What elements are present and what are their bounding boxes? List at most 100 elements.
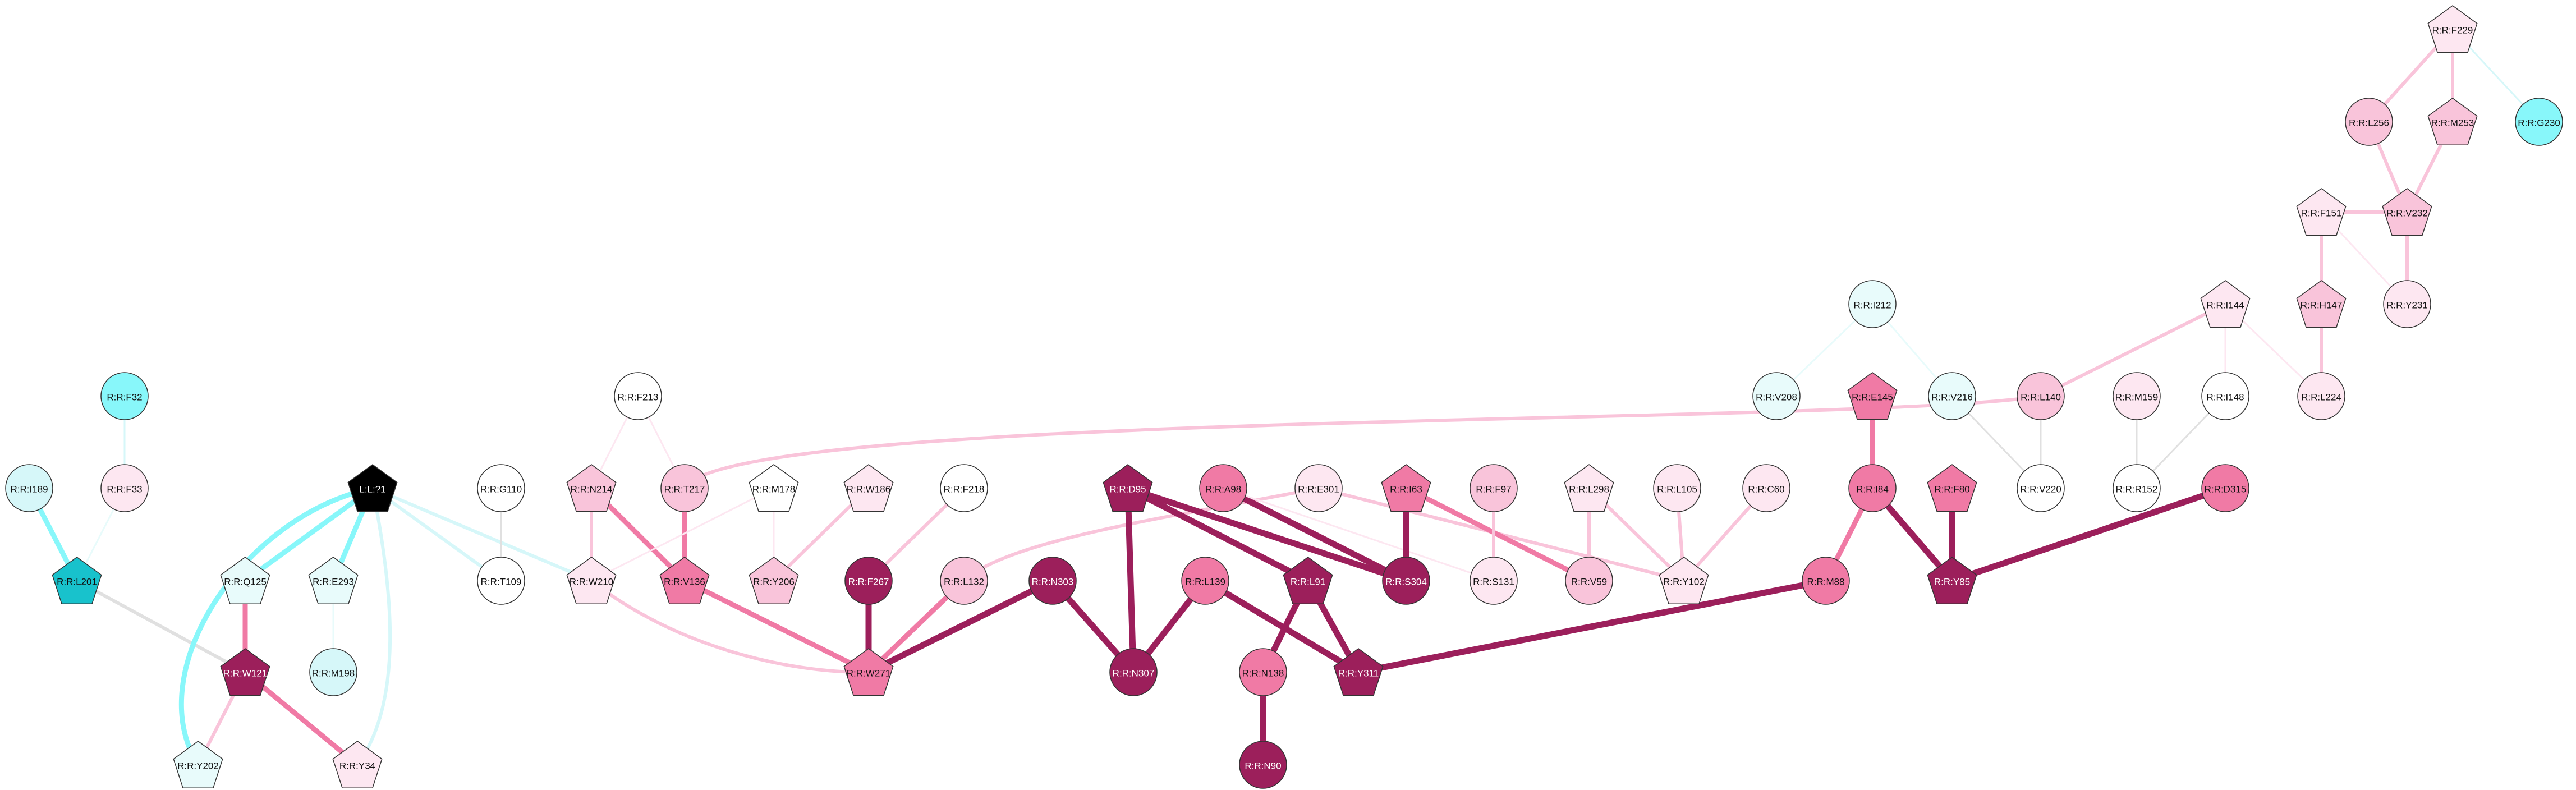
- edge-L71-Y34: [356, 486, 392, 766]
- node-i148: R:R:I148: [2201, 372, 2249, 420]
- circle-node-shape: [2201, 372, 2249, 420]
- circle-node-shape: [1239, 648, 1287, 696]
- edge-M88-Y311: [1355, 577, 1829, 676]
- circle-node-shape: [2297, 372, 2345, 420]
- node-label: R:R:G110: [480, 484, 522, 495]
- circle-node-shape: [2345, 98, 2393, 146]
- node-t217: R:R:T217: [660, 464, 709, 512]
- node-l91: R:R:L91: [1283, 557, 1333, 604]
- node-h147: R:R:H147: [2296, 280, 2347, 328]
- node-m253: R:R:M253: [2427, 98, 2478, 145]
- node-y85: R:R:Y85: [1927, 557, 1977, 604]
- node-label: R:R:A98: [1205, 484, 1241, 495]
- node-label: R:R:I84: [1856, 484, 1889, 495]
- node-w186: R:R:W186: [843, 464, 894, 512]
- node-i212: R:R:I212: [1848, 280, 1897, 328]
- node-label: R:R:Y311: [1338, 668, 1379, 679]
- node-label: R:R:N214: [571, 484, 613, 495]
- pentagon-node-shape: [843, 464, 894, 512]
- node-v136: R:R:V136: [659, 557, 710, 604]
- circle-node-shape: [660, 464, 709, 512]
- edge-D315-Y85: [1949, 485, 2229, 584]
- edge-L139-Y311: [1202, 577, 1362, 676]
- node-label: R:R:L139: [1185, 577, 1225, 587]
- node-f218: R:R:F218: [940, 464, 988, 512]
- node-label: R:R:N138: [1242, 668, 1284, 679]
- pentagon-node-shape: [1283, 557, 1333, 604]
- circle-node-shape: [100, 464, 149, 512]
- circle-node-shape: [100, 372, 149, 420]
- node-l224: R:R:L224: [2297, 372, 2345, 420]
- pentagon-node-shape: [220, 557, 270, 604]
- node-y102: R:R:Y102: [1659, 557, 1709, 604]
- node-a98: R:R:A98: [1199, 464, 1247, 512]
- edge-L71-Q125: [242, 485, 375, 584]
- node-v232: R:R:V232: [2382, 188, 2432, 236]
- edge-I63-V59: [1403, 485, 1592, 584]
- node-label: R:R:V216: [1931, 392, 1973, 403]
- node-f213: R:R:F213: [614, 372, 662, 420]
- circle-node-shape: [1109, 648, 1158, 696]
- node-label: R:R:R152: [2116, 484, 2158, 495]
- node-y311: R:R:Y311: [1333, 648, 1384, 696]
- node-label: R:R:F80: [1934, 484, 1969, 495]
- node-label: R:R:F97: [1476, 484, 1511, 495]
- pentagon-node-shape: [2200, 280, 2251, 328]
- pentagon-node-shape: [2427, 98, 2478, 145]
- node-label: R:R:D95: [1109, 484, 1146, 495]
- node-label: R:R:F213: [618, 392, 659, 403]
- circle-node-shape: [1382, 557, 1430, 605]
- pentagon-node-shape: [2427, 5, 2478, 53]
- edge-L71-T109: [371, 486, 503, 582]
- node-l256: R:R:L256: [2345, 98, 2393, 146]
- pentagon-node-shape: [1103, 464, 1153, 512]
- node-label: R:R:T109: [481, 577, 522, 587]
- node-label: R:R:C60: [1748, 484, 1784, 495]
- circle-node-shape: [1752, 372, 1801, 420]
- node-label: R:R:W186: [847, 484, 890, 495]
- edge-D95-S304: [1124, 485, 1409, 584]
- node-f267: R:R:F267: [844, 557, 893, 605]
- circle-node-shape: [2113, 464, 2161, 512]
- node-label: R:R:Q125: [224, 577, 267, 587]
- edge-A98-S131: [1222, 487, 1495, 582]
- node-s131: R:R:S131: [1470, 557, 1518, 605]
- node-i84: R:R:I84: [1848, 464, 1897, 512]
- node-l132: R:R:L132: [940, 557, 988, 605]
- node-d95: R:R:D95: [1103, 464, 1153, 512]
- edge-D95-L91: [1124, 485, 1311, 584]
- node-label: R:R:I148: [2206, 392, 2244, 403]
- node-l140: R:R:L140: [2017, 372, 2065, 420]
- node-label: R:R:Y85: [1934, 577, 1970, 587]
- edge-L71-Y202: [179, 485, 375, 768]
- edge-D95-N307: [1124, 485, 1137, 676]
- node-n138: R:R:N138: [1239, 648, 1287, 696]
- circle-node-shape: [309, 648, 357, 696]
- circle-node-shape: [1742, 464, 1790, 512]
- node-y231: R:R:Y231: [2383, 280, 2431, 328]
- node-n307: R:R:N307: [1109, 648, 1158, 696]
- node-label: R:R:N90: [1245, 761, 1281, 771]
- circle-node-shape: [1848, 464, 1897, 512]
- node-label: R:R:F229: [2432, 25, 2473, 36]
- node-m178: R:R:M178: [749, 464, 799, 512]
- node-label: R:R:L201: [57, 577, 97, 587]
- node-label: R:R:F267: [848, 577, 889, 587]
- circle-node-shape: [2017, 372, 2065, 420]
- edge-L140-T217: [683, 394, 2042, 490]
- node-label: R:R:V59: [1571, 577, 1607, 587]
- node-label: R:R:S304: [1385, 577, 1427, 587]
- node-label: R:R:V232: [2386, 208, 2428, 219]
- pentagon-node-shape: [1659, 557, 1709, 604]
- node-g230: R:R:G230: [2515, 98, 2563, 146]
- circle-node-shape: [1653, 464, 1701, 512]
- pentagon-node-shape: [332, 741, 383, 788]
- node-f151: R:R:F151: [2296, 188, 2347, 236]
- node-l105: R:R:L105: [1653, 464, 1701, 512]
- node-m159: R:R:M159: [2113, 372, 2161, 420]
- node-g110: R:R:G110: [477, 464, 525, 512]
- node-label: R:R:G230: [2518, 118, 2560, 128]
- node-label: R:R:L91: [1291, 577, 1325, 587]
- node-label: R:R:I144: [2206, 300, 2244, 311]
